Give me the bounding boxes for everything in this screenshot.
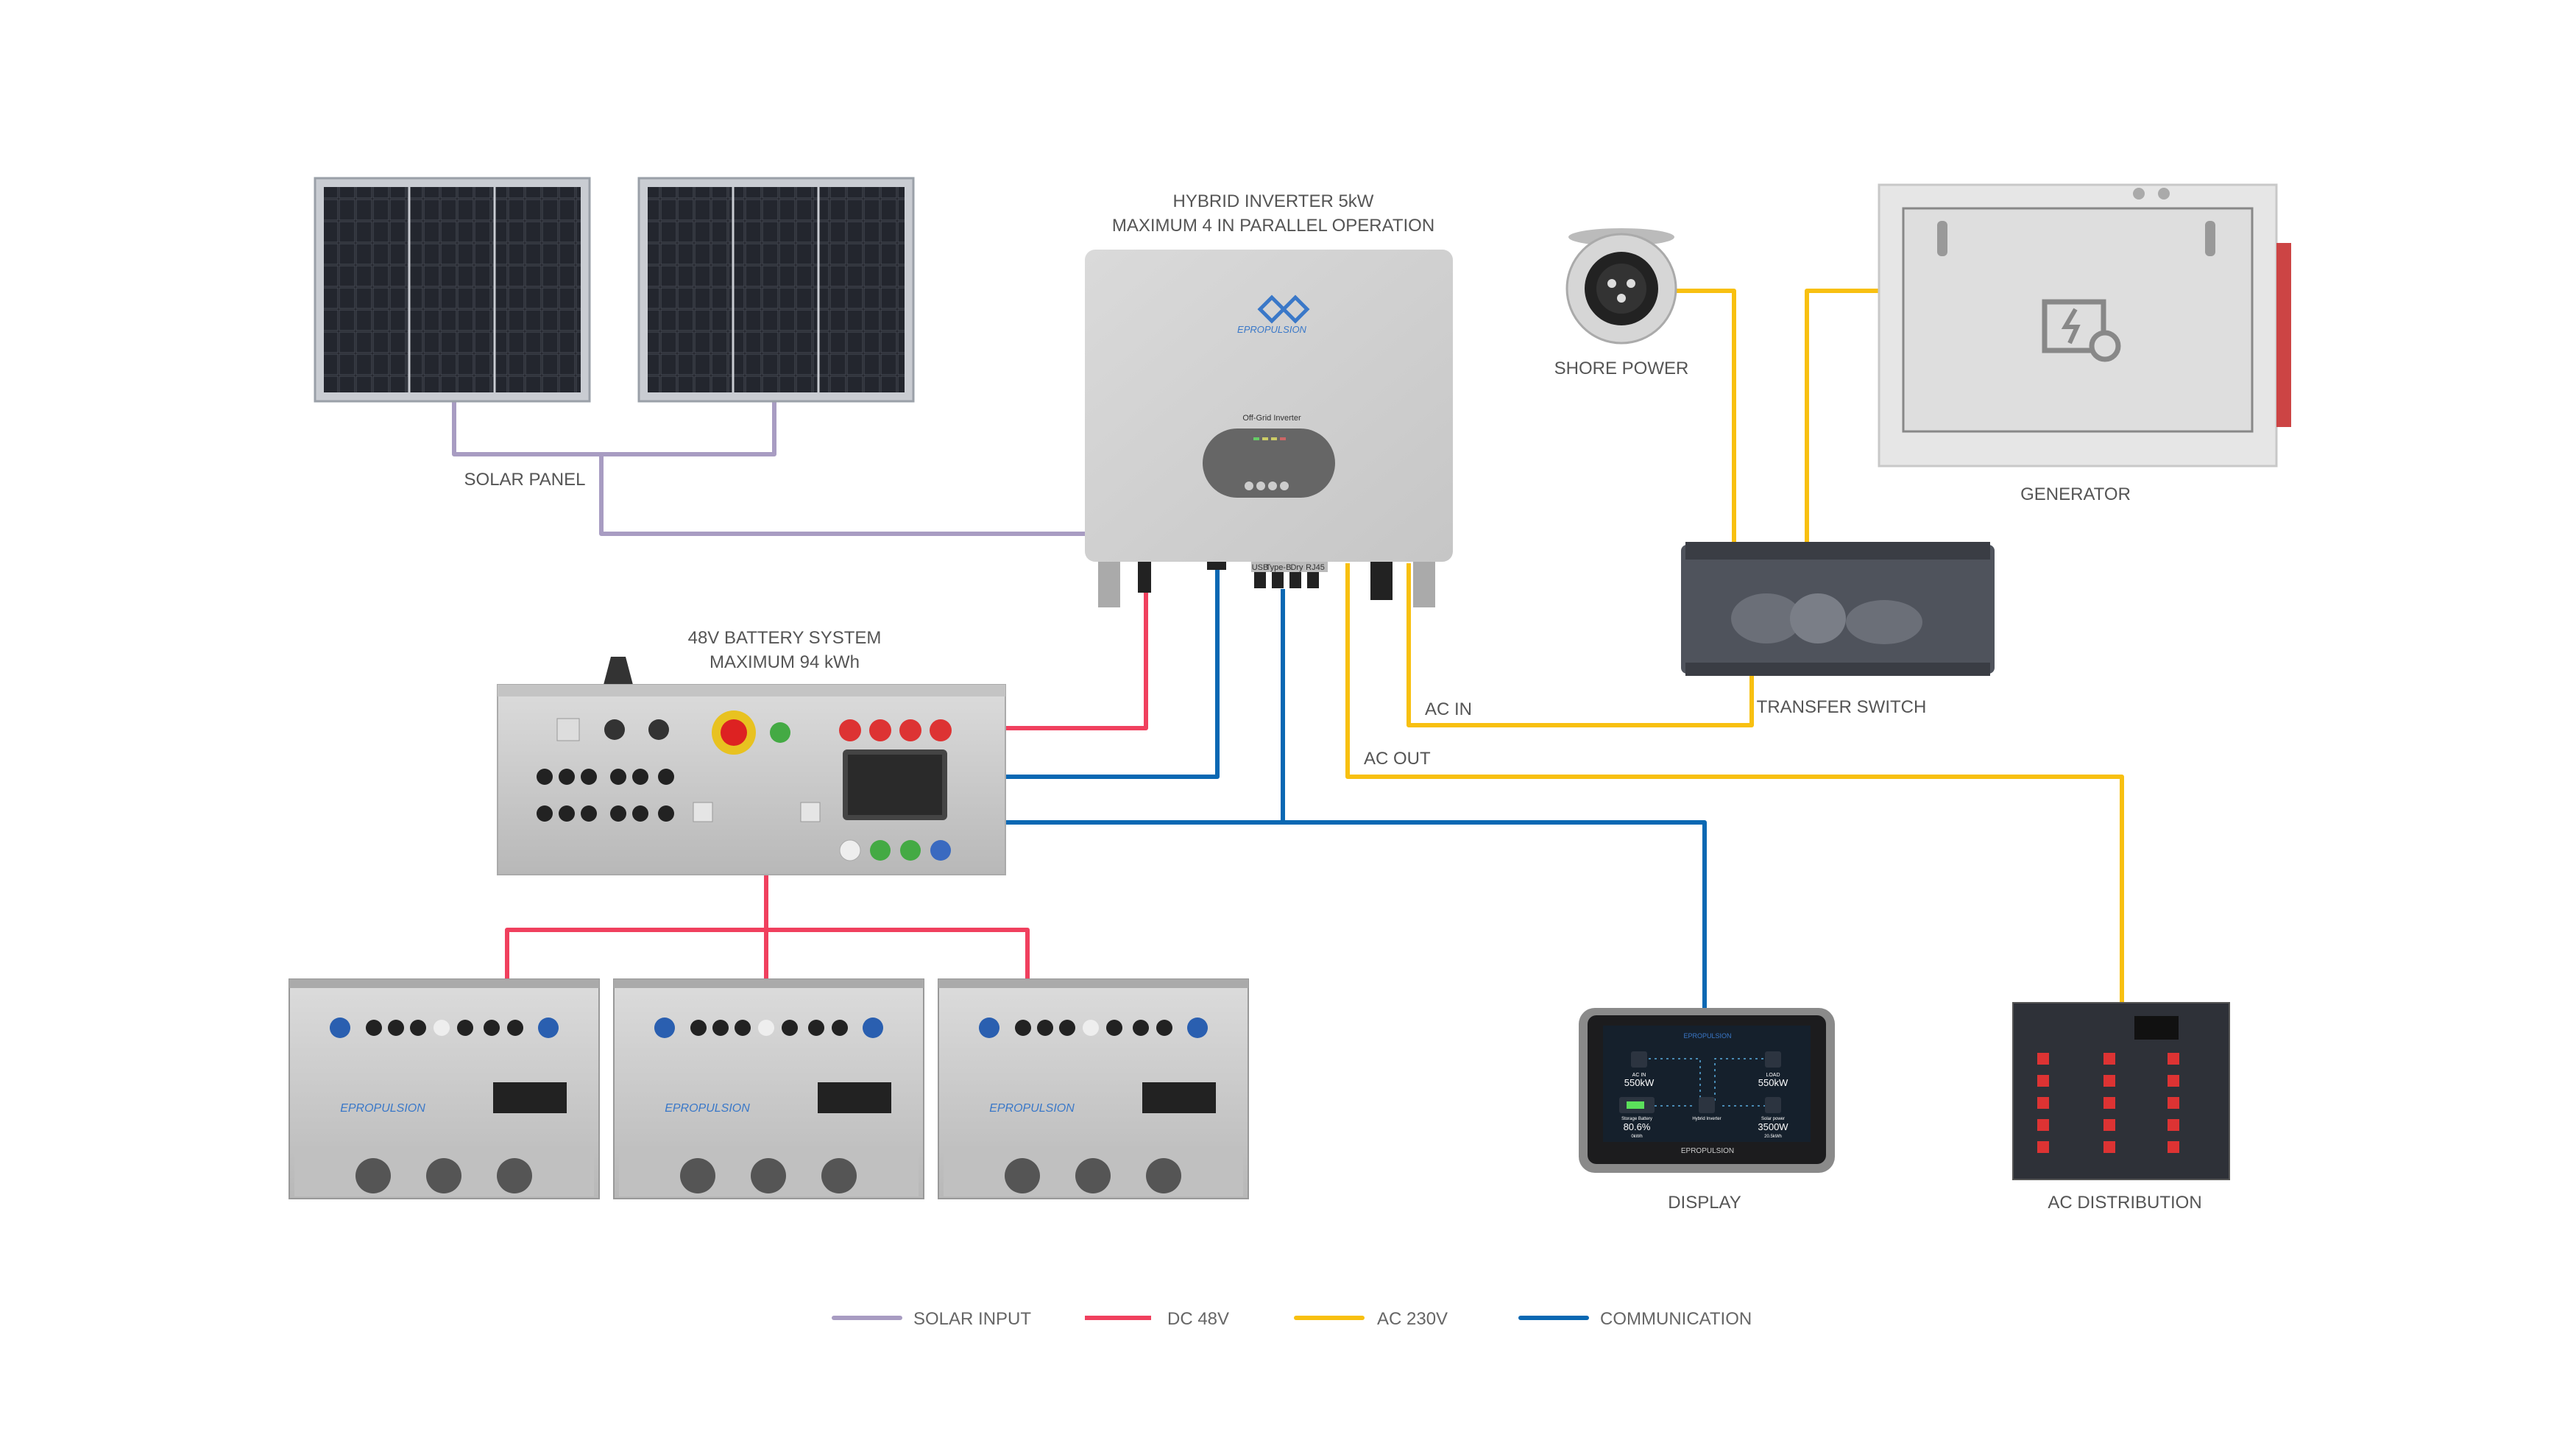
screen-solar-label: Solar power <box>1761 1117 1785 1121</box>
shore-power-inlet <box>1565 228 1677 345</box>
battery-level-bar <box>1627 1101 1644 1109</box>
legend-label: SOLAR INPUT <box>913 1309 1031 1329</box>
generator-label: GENERATOR <box>2020 484 2131 504</box>
port-label: Dry <box>1290 563 1303 572</box>
inverter-model: Off-Grid Inverter <box>1242 414 1301 423</box>
inverter-button[interactable] <box>1280 482 1289 490</box>
screen-inverter-label: Hybrid Inverter <box>1692 1117 1721 1121</box>
hybrid-inverter: EPROPULSION Off-Grid Inverter USB Type-B… <box>1085 250 1453 607</box>
transfer-switch-label: TRANSFER SWITCH <box>1757 697 1927 717</box>
legend: SOLAR INPUT DC 48V AC 230V COMMUNICATION <box>832 1309 1752 1329</box>
ac-distribution-panel <box>2012 1002 2230 1180</box>
screen-solar-value: 3500W <box>1758 1121 1788 1132</box>
legend-label: AC 230V <box>1377 1309 1448 1329</box>
ac-out-label: AC OUT <box>1364 749 1431 769</box>
legend-label: DC 48V <box>1167 1309 1229 1329</box>
solar-wires <box>452 401 1086 536</box>
port-label: USB <box>1252 563 1269 572</box>
solar-panel-label: SOLAR PANEL <box>464 470 586 490</box>
inverter-subtitle: MAXIMUM 4 IN PARALLEL OPERATION <box>1112 216 1434 236</box>
display-unit: EPROPULSION AC IN 550kW LOAD 550kW Stora… <box>1579 1008 1835 1173</box>
battery-module-2: EPROPULSION <box>613 978 924 1199</box>
inverter-button[interactable] <box>1245 482 1253 490</box>
shore-power-label: SHORE POWER <box>1554 359 1689 378</box>
display-bezel-brand: EPROPULSION <box>1681 1147 1734 1155</box>
module-brand: EPROPULSION <box>665 1102 750 1115</box>
battery-control-box <box>497 657 1006 875</box>
legend-label: COMMUNICATION <box>1600 1309 1752 1329</box>
generator-icon <box>2042 299 2121 362</box>
ac-wires <box>1345 289 2124 1004</box>
inverter-button[interactable] <box>1256 482 1265 490</box>
screen-load-label: LOAD <box>1766 1073 1780 1078</box>
screen-solar-energy: 20.5kWh <box>1764 1135 1782 1139</box>
legend-item-communication: COMMUNICATION <box>1518 1309 1752 1329</box>
battery-system-title: 48V BATTERY SYSTEM <box>688 628 882 648</box>
module-brand: EPROPULSION <box>340 1102 425 1115</box>
display-label: DISPLAY <box>1668 1193 1741 1213</box>
inverter-display-panel <box>1203 428 1335 498</box>
legend-item-solar-input: SOLAR INPUT <box>832 1309 1031 1329</box>
ac-distribution-label: AC DISTRIBUTION <box>2048 1193 2201 1213</box>
solar-panel-1 <box>314 177 591 403</box>
battery-system-subtitle: MAXIMUM 94 kWh <box>710 652 860 672</box>
legend-item-dc-48v: DC 48V <box>1085 1309 1229 1329</box>
module-brand: EPROPULSION <box>989 1102 1075 1115</box>
screen-battery-value: 80.6% <box>1624 1121 1651 1132</box>
battery-module-3: EPROPULSION <box>938 978 1249 1199</box>
inverter-button[interactable] <box>1268 482 1277 490</box>
inverter-title: HYBRID INVERTER 5kW <box>1173 191 1374 211</box>
port-label: Type-B <box>1266 563 1292 572</box>
transfer-switch <box>1681 542 1995 676</box>
screen-load-value: 550kW <box>1758 1077 1788 1088</box>
screen-ac-in-value: 550kW <box>1624 1077 1655 1088</box>
display-screen[interactable] <box>1603 1026 1811 1142</box>
port-label: RJ45 <box>1306 563 1325 572</box>
screen-battery-label: Storage Battery <box>1621 1117 1652 1121</box>
solar-panel-2 <box>637 177 915 403</box>
screen-ac-in-label: AC IN <box>1632 1073 1646 1078</box>
inverter-brand: EPROPULSION <box>1237 324 1307 335</box>
dc-wires <box>505 574 1148 979</box>
brand-logo-icon <box>1257 294 1310 324</box>
screen-brand: EPROPULSION <box>1683 1032 1731 1040</box>
screen-battery-energy: 0kWh <box>1631 1135 1642 1139</box>
ac-in-label: AC IN <box>1425 699 1472 719</box>
communication-wires <box>991 567 1707 1010</box>
generator <box>1878 183 2291 468</box>
battery-module-1: EPROPULSION <box>289 978 600 1199</box>
legend-item-ac-230v: AC 230V <box>1294 1309 1448 1329</box>
